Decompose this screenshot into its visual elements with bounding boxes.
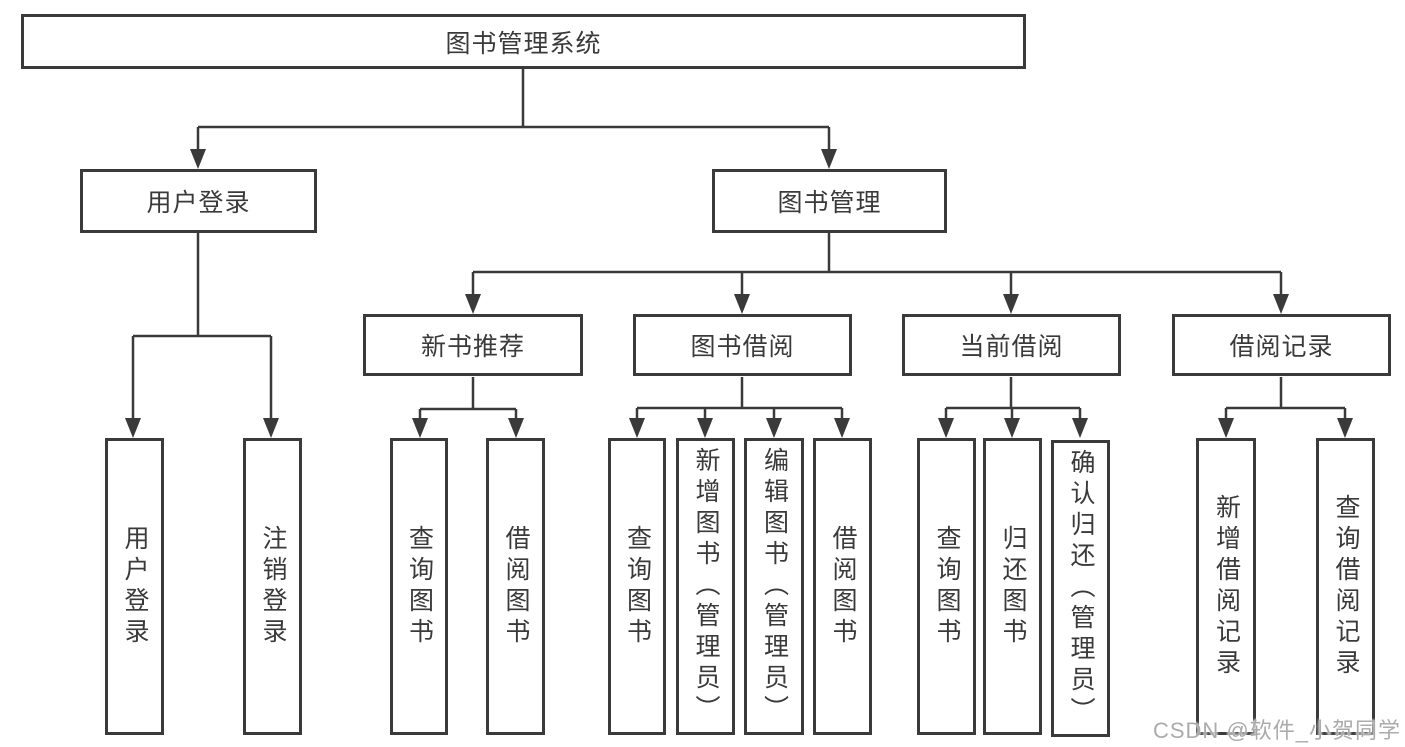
node-book-borrowing: 图书借阅 (633, 314, 852, 376)
node-label: 查询图书 (623, 524, 652, 649)
node-book-management: 图书管理 (712, 169, 947, 233)
leaf-user-login: 用户登录 (105, 438, 164, 735)
node-label: 图书管理 (777, 189, 882, 217)
leaf-borrow-books-2: 借阅图书 (813, 438, 872, 735)
leaf-query-borrow-record: 查询借阅记录 (1316, 438, 1375, 735)
node-user-login: 用户登录 (80, 169, 317, 233)
leaf-edit-books-admin: 编辑图书（管理员） (744, 438, 804, 735)
node-label: 用户登录 (121, 524, 149, 649)
node-label: 图书借阅 (690, 333, 795, 361)
leaf-confirm-return-admin: 确认归还（管理员） (1051, 440, 1110, 737)
node-label: 借阅记录 (1229, 333, 1334, 361)
node-label: 注销登录 (259, 524, 287, 649)
leaf-return-books: 归还图书 (983, 438, 1042, 735)
leaf-query-books-2: 查询图书 (608, 438, 666, 735)
node-label: 编辑图书（管理员） (760, 447, 789, 726)
node-label: 当前借阅 (959, 333, 1064, 361)
node-new-book-recommendation: 新书推荐 (363, 314, 583, 376)
leaf-query-books-1: 查询图书 (390, 438, 448, 735)
node-label: 归还图书 (999, 524, 1027, 649)
node-label: 确认归还（管理员） (1067, 449, 1095, 728)
node-label: 查询借阅记录 (1332, 493, 1360, 680)
node-label: 查询图书 (405, 524, 434, 649)
node-current-borrowing: 当前借阅 (902, 314, 1121, 376)
csdn-watermark: CSDN @软件_小贺同学 (1152, 718, 1401, 743)
node-label: 查询图书 (933, 524, 961, 649)
node-label: 用户登录 (146, 189, 251, 217)
node-borrowing-records: 借阅记录 (1172, 314, 1391, 376)
leaf-logout: 注销登录 (243, 438, 302, 735)
leaf-query-books-3: 查询图书 (917, 438, 976, 735)
leaf-add-books-admin: 新增图书（管理员） (676, 438, 735, 735)
node-label: 借阅图书 (502, 524, 530, 649)
node-label: 图书管理系统 (445, 29, 602, 58)
arrowheads (125, 149, 1353, 438)
node-label: 新增图书（管理员） (692, 447, 720, 726)
node-library-management-system: 图书管理系统 (21, 14, 1026, 69)
node-label: 借阅图书 (829, 524, 857, 649)
node-label: 新书推荐 (420, 333, 525, 361)
leaf-borrow-books-1: 借阅图书 (486, 438, 545, 735)
leaf-add-borrow-record: 新增借阅记录 (1196, 438, 1256, 735)
node-label: 新增借阅记录 (1212, 493, 1241, 680)
